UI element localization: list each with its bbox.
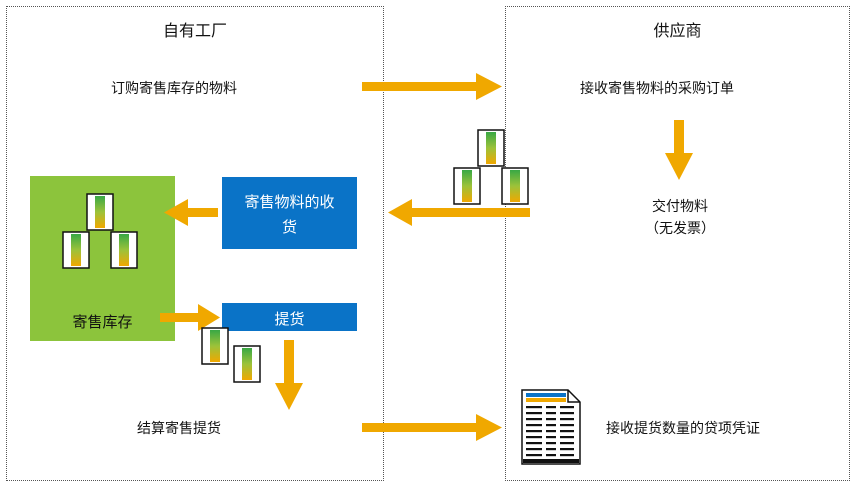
deliver-line2: （无发票） — [645, 221, 715, 237]
step-receive-po-text: 接收寄售物料的采购订单 — [580, 81, 734, 97]
own-plant-title: 自有工厂 — [162, 21, 227, 40]
withdrawal-label: 提货 — [274, 310, 305, 328]
arrow-goods-receipt-to-stock — [164, 199, 218, 226]
arrow-settle-to-supplier — [362, 414, 502, 441]
goods-receipt-box: 寄售物料的收 货 — [222, 177, 357, 249]
step-order-text: 订购寄售库存的物料 — [111, 81, 237, 97]
arrow-withdrawal-to-settle — [275, 340, 303, 410]
credit-memo-document-icon — [521, 389, 581, 465]
arrow-order-to-supplier — [362, 73, 502, 100]
withdrawn-material-icon — [201, 327, 261, 383]
material-stack-icon — [453, 129, 529, 205]
arrow-deliver-to-goods-receipt — [388, 199, 530, 226]
step-deliver-text: 交付物料 （无发票） — [630, 196, 730, 238]
own-plant-lane: 自有工厂 — [6, 6, 384, 481]
goods-receipt-line2: 货 — [281, 218, 297, 236]
supplier-lane: 供应商 — [505, 6, 850, 481]
deliver-line1: 交付物料 — [652, 199, 708, 215]
consignment-stock-label: 寄售库存 — [72, 313, 133, 331]
withdrawal-box: 提货 — [222, 303, 357, 331]
supplier-title: 供应商 — [653, 21, 702, 40]
goods-receipt-line1: 寄售物料的收 — [244, 193, 335, 211]
step-settle-text: 结算寄售提货 — [137, 421, 221, 437]
step-credit-memo-text: 接收提货数量的贷项凭证 — [606, 421, 760, 437]
arrow-po-to-deliver — [665, 120, 693, 180]
arrow-stock-to-withdrawal — [160, 304, 220, 331]
stock-material-stack-icon — [62, 193, 138, 269]
